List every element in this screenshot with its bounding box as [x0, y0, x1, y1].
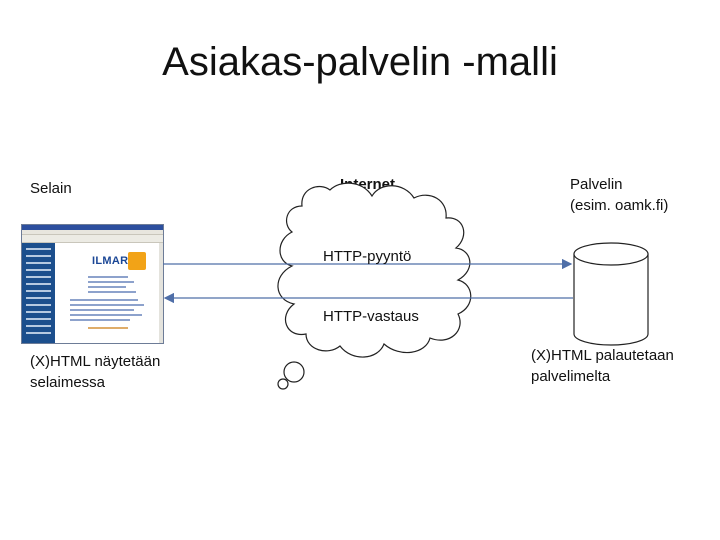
ilmari-logo: ILMARI	[92, 255, 132, 267]
server-note: (X)HTML palautetaan palvelimelta	[531, 345, 674, 387]
server-label-line2: (esim. oamk.fi)	[570, 197, 669, 214]
server-note-line1: (X)HTML palautetaan	[531, 347, 674, 364]
internet-cloud	[277, 182, 472, 358]
browser-scrollbar	[159, 243, 163, 343]
client-note-line2: selaimessa	[30, 374, 106, 391]
browser-titlebar	[22, 225, 163, 230]
browser-page: ILMARI	[58, 247, 158, 343]
server-cylinder	[573, 242, 649, 346]
browser-content: ILMARI	[22, 243, 163, 343]
server-label: Palvelin (esim. oamk.fi)	[570, 174, 668, 216]
client-label: Selain	[30, 180, 72, 197]
browser-menubar	[22, 230, 163, 235]
client-note: (X)HTML näytetään selaimessa	[30, 351, 160, 393]
browser-sidebar	[22, 243, 55, 343]
thought-bubble-small	[277, 378, 289, 390]
request-label: HTTP-pyyntö	[323, 248, 412, 265]
page-title: Asiakas-palvelin -malli	[162, 40, 558, 84]
client-note-line1: (X)HTML näytetään	[30, 353, 161, 370]
server-note-line2: palvelimelta	[531, 368, 611, 385]
browser-toolbar	[22, 235, 163, 243]
thought-bubble-large	[283, 361, 305, 383]
browser-screenshot: ILMARI	[21, 224, 164, 344]
ilmari-logo-mark	[128, 252, 146, 270]
server-label-line1: Palvelin	[570, 176, 623, 193]
response-label: HTTP-vastaus	[323, 308, 419, 325]
